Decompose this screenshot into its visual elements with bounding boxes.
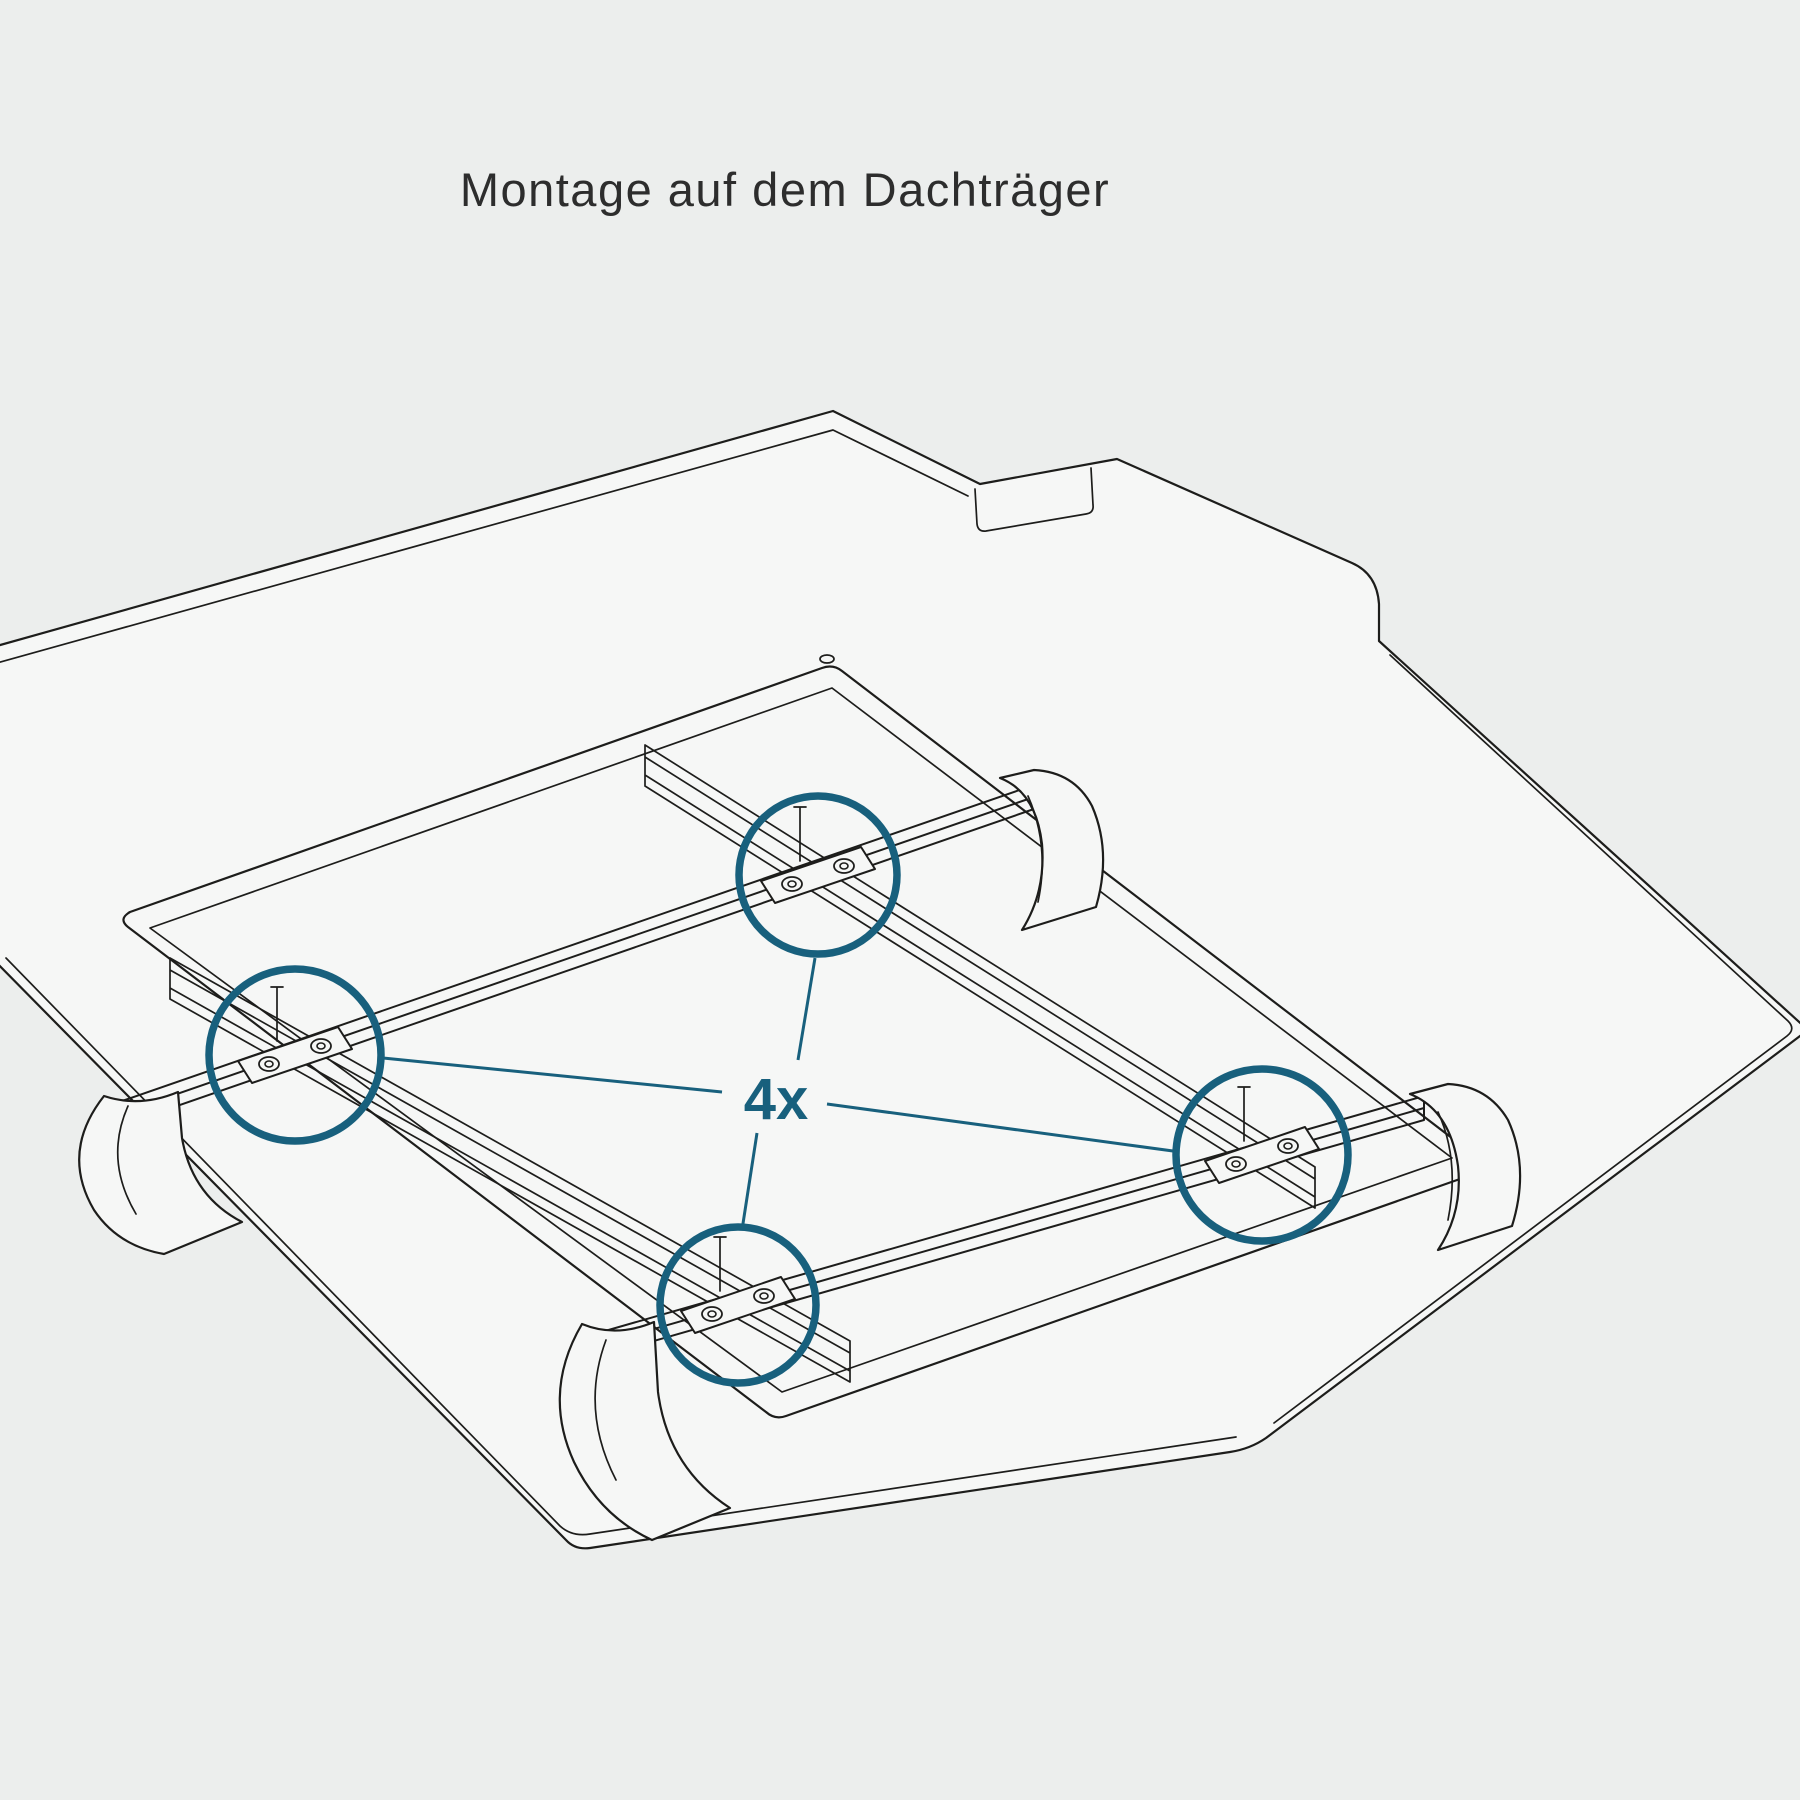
roof-panel-inner-edge xyxy=(149,687,1453,1393)
foot-rear-right-detail xyxy=(1027,795,1044,903)
foot-front-right xyxy=(1408,1082,1522,1252)
mount-stud-pin xyxy=(793,806,807,862)
mount-stud-pin xyxy=(270,986,284,1042)
roof-seam-detail xyxy=(974,467,1094,532)
mount-point-front-right xyxy=(1204,1086,1320,1184)
screw-icon xyxy=(1277,1138,1299,1154)
screw-head-icon xyxy=(1283,1142,1293,1150)
roof-edge-inner-line-right xyxy=(1273,654,1793,1424)
mounting-rail-left xyxy=(169,957,851,1383)
mount-points xyxy=(237,806,1320,1334)
mounting-rail-right xyxy=(644,744,1316,1209)
mount-point-rear-left xyxy=(237,986,353,1084)
crossbar-lines xyxy=(95,784,1035,1135)
screw-icon xyxy=(1225,1156,1247,1172)
screw-icon xyxy=(833,858,855,874)
mount-stud-pin xyxy=(1237,1086,1251,1142)
foot-front-right-detail xyxy=(1437,1111,1454,1221)
rail-lines xyxy=(169,957,851,1383)
foot-front-left-detail xyxy=(594,1339,617,1481)
antenna-base-icon xyxy=(819,654,835,664)
diagram-title: Montage auf dem Dachträger xyxy=(459,163,1111,216)
leader-line-front-right xyxy=(826,1102,1174,1153)
quantity-label: 4x xyxy=(744,1067,809,1132)
crossbar-lines xyxy=(597,1095,1425,1358)
vehicle-roof xyxy=(0,409,1800,1550)
callout-circle-rear-left xyxy=(205,965,385,1145)
callout-circle-front-right xyxy=(1172,1065,1352,1245)
line-art xyxy=(0,409,1800,1550)
leader-line-rear-left xyxy=(382,1056,723,1094)
leader-line-rear-right xyxy=(796,957,817,1061)
crossbar-rear xyxy=(95,784,1035,1135)
screw-icon xyxy=(310,1038,332,1054)
screw-head-icon xyxy=(759,1292,769,1300)
roof-edge-inner-line-top xyxy=(0,429,969,663)
crossbar-front xyxy=(597,1095,1425,1358)
screw-head-icon xyxy=(787,880,797,888)
mount-point-rear-right xyxy=(760,806,876,904)
callout-circle-front-left xyxy=(656,1223,820,1387)
leader-line-front-left xyxy=(740,1132,759,1231)
foot-rear-left-detail xyxy=(116,1105,137,1215)
mount-stud-pin xyxy=(713,1236,727,1292)
rail-lines xyxy=(644,744,1316,1209)
vehicle-roof-outline xyxy=(0,409,1800,1550)
screw-head-icon xyxy=(1231,1160,1241,1168)
callout-circle-rear-right xyxy=(735,792,901,958)
crossbar-feet xyxy=(78,768,1522,1542)
mount-point-front-left xyxy=(680,1236,796,1334)
callout-overlay: 4x xyxy=(205,792,1352,1387)
roof-edge-inner-line-front xyxy=(5,957,1237,1536)
screw-icon xyxy=(753,1288,775,1304)
screw-icon xyxy=(258,1056,280,1072)
screw-head-icon xyxy=(839,862,849,870)
foot-front-left xyxy=(558,1320,732,1542)
screw-head-icon xyxy=(316,1042,326,1050)
screw-head-icon xyxy=(264,1060,274,1068)
screw-icon xyxy=(701,1306,723,1322)
screw-head-icon xyxy=(707,1310,717,1318)
screw-icon xyxy=(781,876,803,892)
